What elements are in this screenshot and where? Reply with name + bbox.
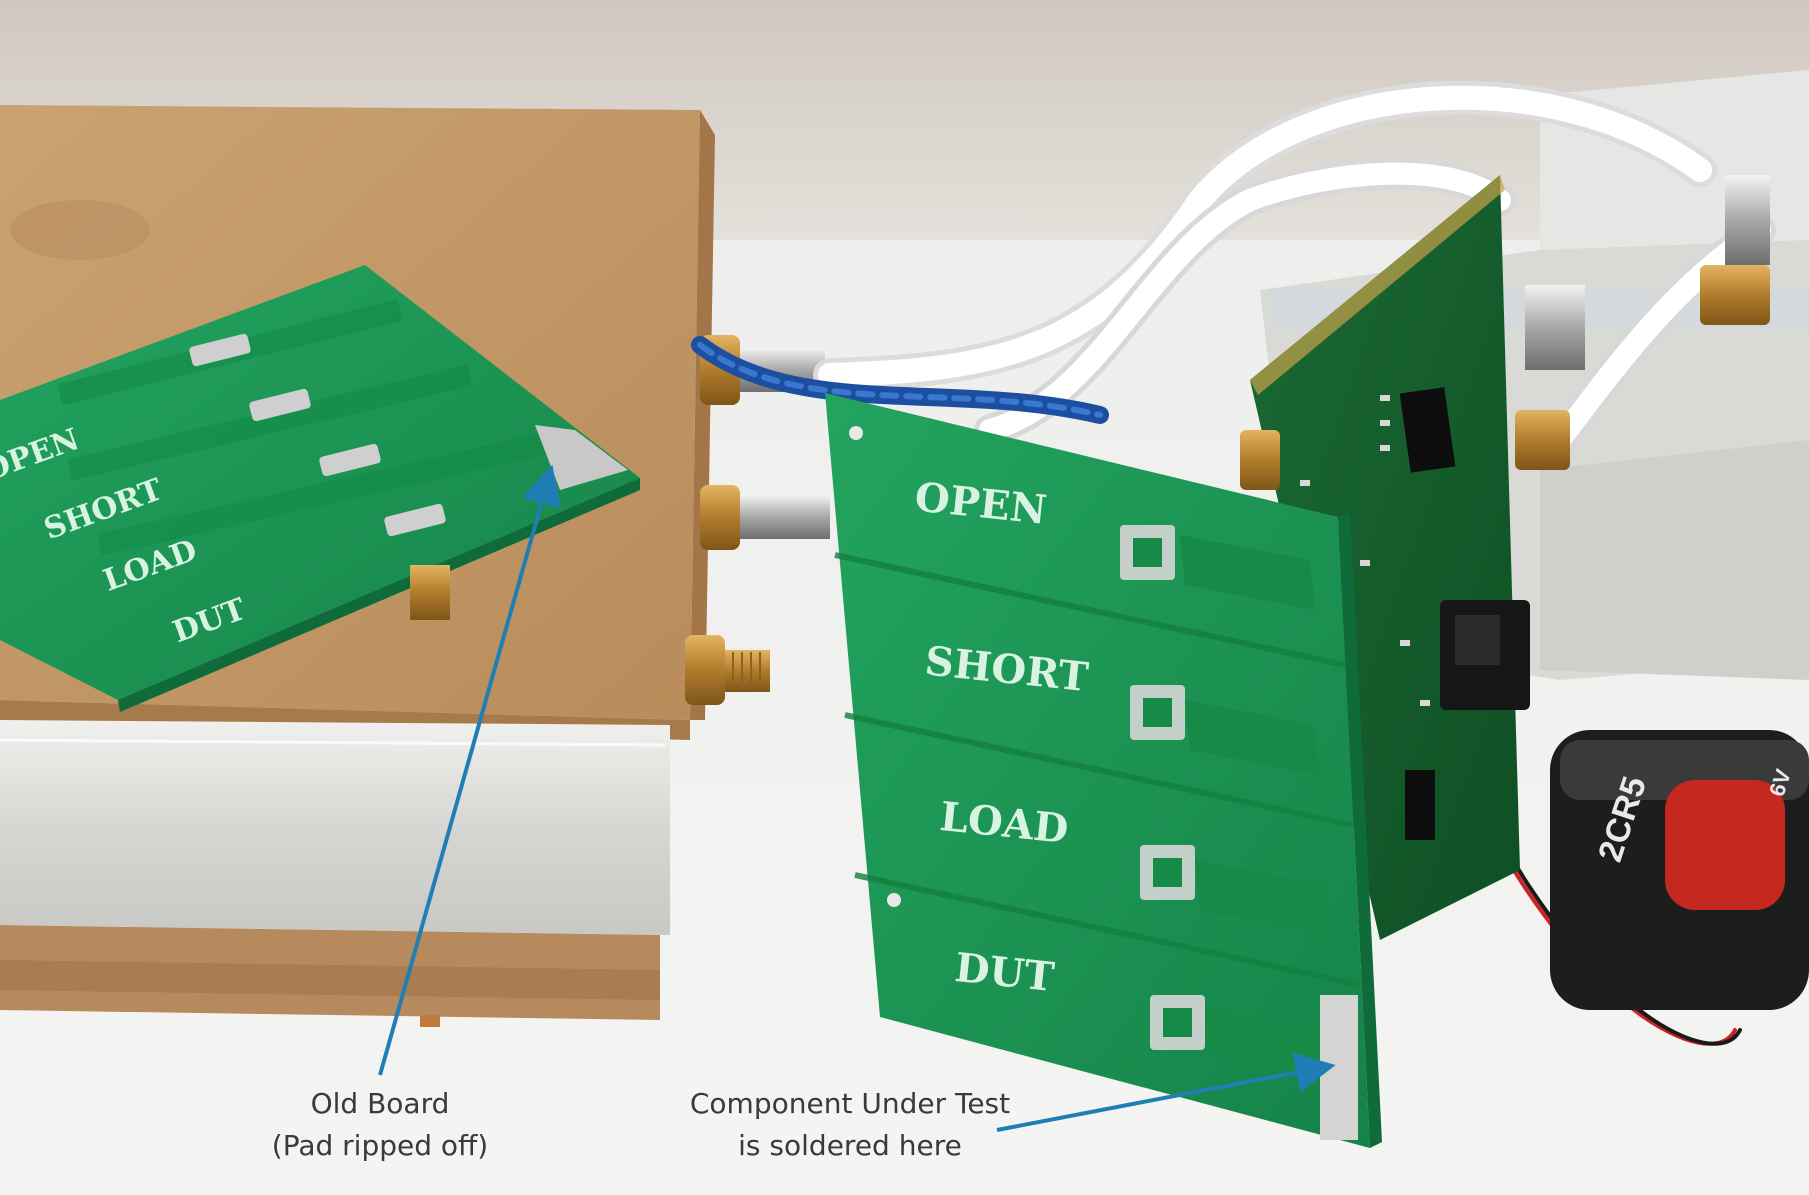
cut-caption-line1: Component Under Test — [689, 1087, 1011, 1120]
coax-cables — [691, 80, 1776, 1046]
cut-solder-pad — [1320, 995, 1358, 1140]
cut-arrow — [996, 1052, 1336, 1132]
new-board-label-dut: DUT — [953, 944, 1057, 1001]
old-board-caption: Old Board (Pad ripped off) — [240, 1083, 520, 1167]
cut-caption-line2: is soldered here — [738, 1129, 962, 1162]
old-board: OPEN SHORT LOAD DUT — [0, 265, 640, 712]
new-board-backside — [1240, 175, 1530, 940]
old-board-arrow — [378, 464, 561, 1076]
cut-caption: Component Under Test is soldered here — [660, 1083, 1040, 1167]
old-board-caption-line1: Old Board — [310, 1087, 450, 1120]
new-board: OPEN SHORT LOAD DUT — [825, 393, 1382, 1148]
battery-2cr5: 2CR5 6V — [1550, 730, 1809, 1010]
sma-connectors-right — [1515, 175, 1770, 470]
old-board-caption-line2: (Pad ripped off) — [271, 1129, 489, 1162]
